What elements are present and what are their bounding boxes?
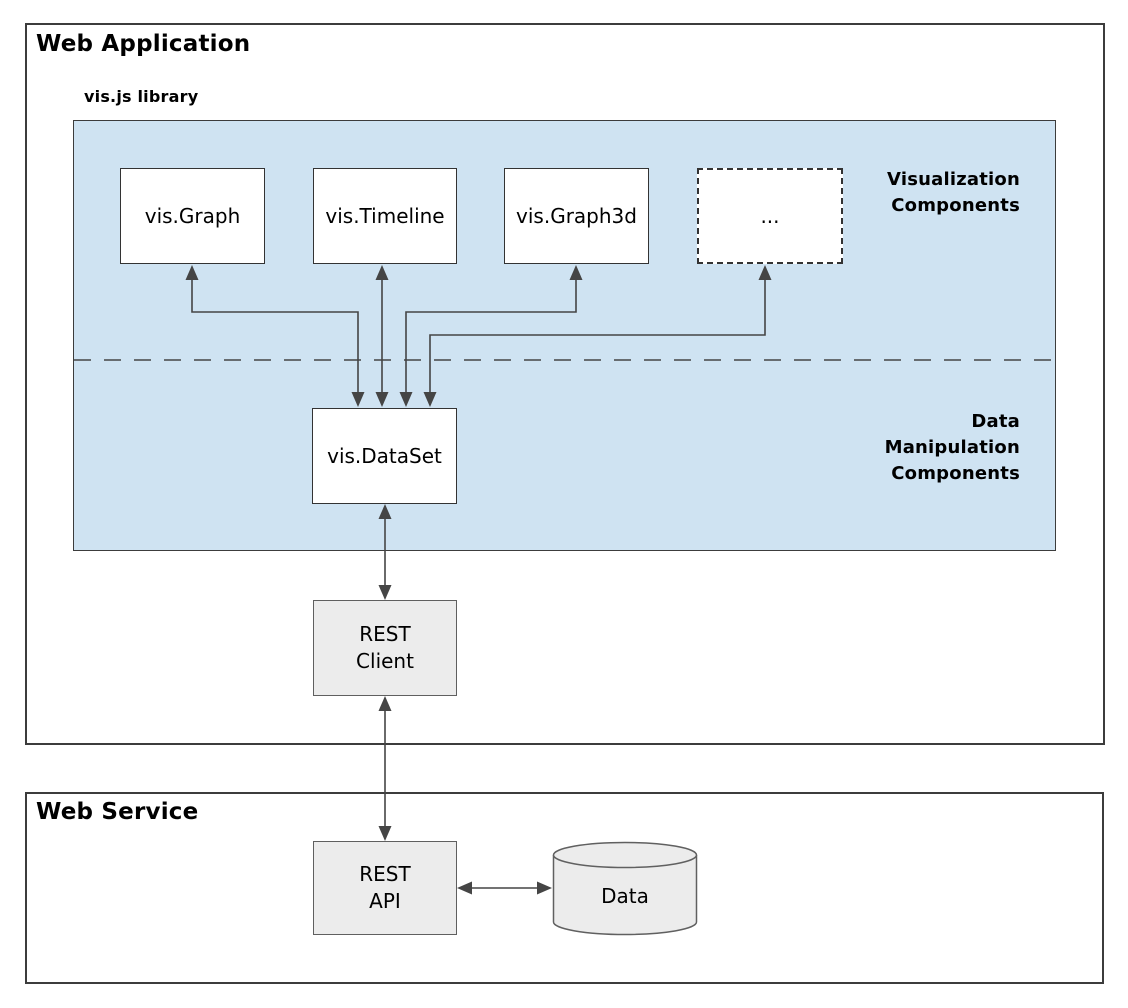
component-box-vis-timeline: vis.Timeline [313,168,457,264]
vis-timeline-label: vis.Timeline [325,203,445,228]
database-cylinder: Data [552,841,698,936]
component-box-more: ... [697,168,843,264]
component-box-vis-graph: vis.Graph [120,168,265,264]
vis-dataset-label: vis.DataSet [327,443,442,468]
component-box-vis-dataset: vis.DataSet [312,408,457,504]
web-application-title: Web Application [36,31,251,57]
vis-graph-label: vis.Graph [144,203,241,228]
visualization-components-label: Visualization Components [887,169,1020,216]
component-box-vis-graph3d: vis.Graph3d [504,168,649,264]
rest-client-label: REST Client [356,622,414,673]
more-components-label: ... [760,203,780,228]
database-label: Data [601,883,649,908]
vis-graph3d-label: vis.Graph3d [516,203,637,228]
web-service-title: Web Service [36,799,199,825]
rest-api-box: REST API [313,841,457,935]
database-cylinder-icon [552,841,698,936]
rest-client-box: REST Client [313,600,457,696]
rest-api-label: REST API [359,862,411,913]
data-manipulation-components-label: Data Manipulation Components [884,411,1020,484]
vis-library-title: vis.js library [84,87,199,106]
